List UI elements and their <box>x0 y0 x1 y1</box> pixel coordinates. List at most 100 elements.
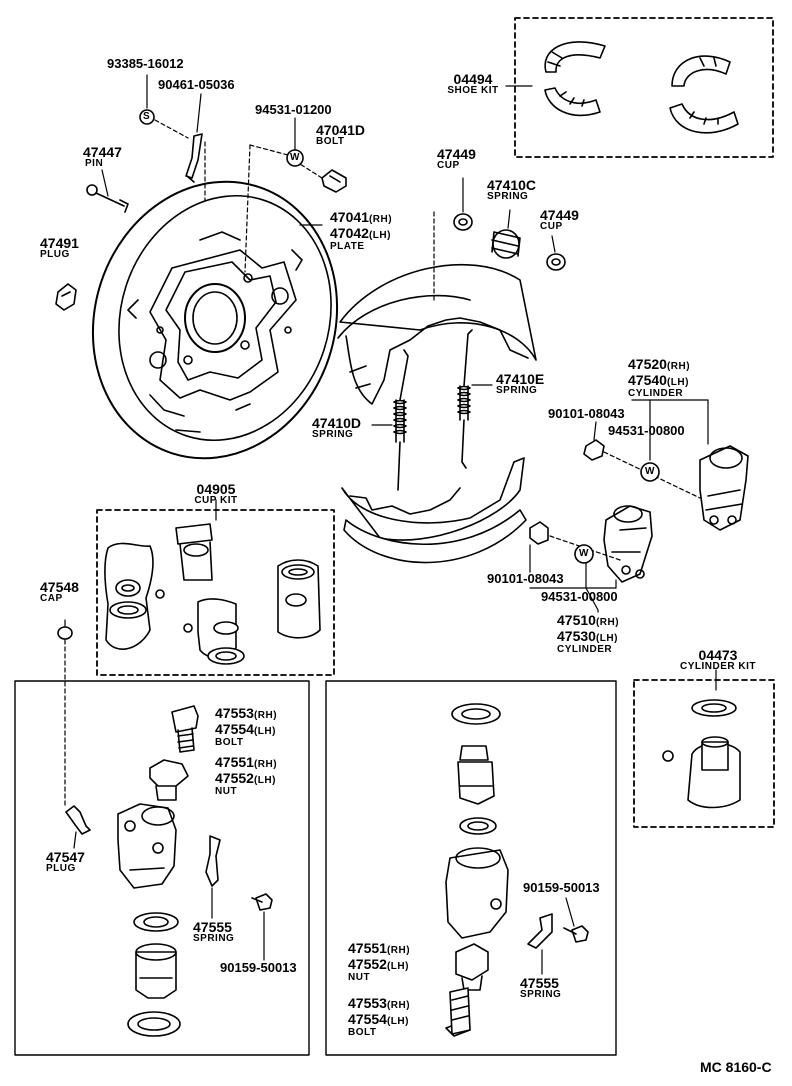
part-number: 47491 <box>40 235 79 251</box>
part-number: 04905 <box>196 481 236 497</box>
bolt-90101-upper <box>583 439 605 461</box>
frame-cylinder-kit <box>633 679 775 828</box>
part-name: PLATE <box>330 241 365 252</box>
wheel-cylinder-lower <box>603 505 653 583</box>
bolt-47041d <box>321 169 347 193</box>
leader-94531-dash2 <box>244 144 251 273</box>
label-cylinder-lower: 47510(RH) 47530(LH) CYLINDER <box>557 613 619 655</box>
mid-bolt-47553 <box>445 987 471 1037</box>
label-cylinder-upper: 47520(RH) 47540(LH) CYLINDER <box>628 357 690 399</box>
label-mid-nut: 47551(RH) 47552(LH) NUT <box>348 941 410 983</box>
mid-screw-90159 <box>563 925 589 943</box>
part-number-90101-lower: 90101-08043 <box>487 571 564 586</box>
rh-suffix: (RH) <box>253 759 278 770</box>
part-name: CYLINDER KIT <box>680 661 756 672</box>
cylinder-kit-illustration <box>662 699 741 809</box>
washer-mark-lower: W <box>579 548 589 559</box>
part-number-rh: 47553 <box>348 995 387 1011</box>
label-cylinder-kit: 04473 CYLINDER KIT <box>672 648 764 672</box>
part-name: PLUG <box>46 863 76 874</box>
label-plate: 47041(RH) 47042(LH) PLATE <box>330 210 392 252</box>
leader-plug-47547 <box>73 831 77 849</box>
leader-spring-c <box>507 209 511 229</box>
part-name: SPRING <box>193 933 235 944</box>
leader-94531-lower <box>585 562 599 613</box>
cup-47449-b <box>546 253 566 271</box>
leader-93385-dash <box>154 119 189 139</box>
label-cup-kit: 04905 CUP KIT <box>186 482 246 506</box>
washer-94531-lower <box>574 544 594 564</box>
mid-cylinder-kit-parts <box>451 703 501 835</box>
part-number-lh: 47554 <box>215 721 254 737</box>
panel-middle-cylinder <box>325 680 617 1056</box>
part-number: 47447 <box>83 144 122 160</box>
wheel-cylinder-upper <box>699 445 749 531</box>
label-cap: 47548 CAP <box>40 580 79 604</box>
part-number-94531-top: 94531-01200 <box>255 102 332 117</box>
part-number-94531-lower: 94531-00800 <box>541 589 618 604</box>
plug-47547 <box>65 805 91 835</box>
part-number: 47547 <box>46 849 85 865</box>
label-pin: 47447 PIN <box>83 145 122 169</box>
cap-47548 <box>57 626 73 640</box>
leader-90461 <box>196 93 202 133</box>
label-plug-47491: 47491 PLUG <box>40 236 79 260</box>
part-number: 47410E <box>496 371 545 387</box>
part-number-90101-upper: 90101-08043 <box>548 406 625 421</box>
part-name: NUT <box>348 972 371 983</box>
washer-mark-top: W <box>290 152 300 163</box>
label-mid-spring: 47555 SPRING <box>520 976 561 1000</box>
part-number: 47410C <box>487 177 537 193</box>
part-number-mid-90159: 90159-50013 <box>523 880 600 895</box>
lh-suffix: (LH) <box>253 775 276 786</box>
part-number: 47410D <box>312 415 362 431</box>
left-nut-47551 <box>149 759 189 801</box>
part-number-rh: 47520 <box>628 356 667 372</box>
part-number-94531-upper: 94531-00800 <box>608 423 685 438</box>
mid-cylinder-body <box>445 847 509 939</box>
part-name: CUP <box>437 160 460 171</box>
part-name: NUT <box>215 786 238 797</box>
part-number-lh: 47530 <box>557 628 596 644</box>
part-name: SPRING <box>487 191 529 202</box>
left-bolt-47553 <box>171 705 199 753</box>
leader-90101-upper <box>593 421 597 441</box>
label-spring-c: 47410C SPRING <box>487 178 536 202</box>
part-name: CYLINDER <box>557 644 613 655</box>
part-name: CUP <box>540 221 563 232</box>
part-name: SPRING <box>496 385 538 396</box>
return-springs <box>393 329 473 491</box>
part-number: 47548 <box>40 579 79 595</box>
screw-mark-s: S <box>143 111 151 122</box>
part-number: 47555 <box>520 975 559 991</box>
label-cup-1: 47449 CUP <box>437 147 476 171</box>
part-name: PLUG <box>40 249 70 260</box>
mid-nut-47551 <box>455 943 489 991</box>
part-name: CUP KIT <box>194 495 238 506</box>
backing-plate-illustration <box>91 180 339 460</box>
part-name: SPRING <box>312 429 354 440</box>
label-mid-bolt: 47553(RH) 47554(LH) BOLT <box>348 996 410 1038</box>
part-number-lh: 47552 <box>348 956 387 972</box>
part-name: BOLT <box>316 136 345 147</box>
part-name: SPRING <box>520 989 562 1000</box>
leader-94531-dash <box>249 144 289 156</box>
panel-left-cylinder <box>14 680 310 1056</box>
label-spring-e: 47410E SPRING <box>496 372 544 396</box>
lh-suffix: (LH) <box>253 726 276 737</box>
part-number-90461: 90461-05036 <box>158 77 235 92</box>
figure-code: MC 8160-C <box>700 1059 772 1075</box>
pin-47447 <box>86 184 129 213</box>
part-number-lh: 47554 <box>348 1011 387 1027</box>
part-number-rh: 47041 <box>330 209 369 225</box>
brake-shoe-lower <box>341 457 527 564</box>
label-shoe-kit: 04494 SHOE KIT <box>442 72 504 96</box>
part-number-rh: 47553 <box>215 705 254 721</box>
rh-suffix: (RH) <box>595 617 620 628</box>
label-left-nut: 47551(RH) 47552(LH) NUT <box>215 755 277 797</box>
rh-suffix: (RH) <box>386 1000 411 1011</box>
spring-47410c <box>491 229 521 259</box>
part-number: 04473 <box>698 647 738 663</box>
part-name: SHOE KIT <box>447 85 499 96</box>
